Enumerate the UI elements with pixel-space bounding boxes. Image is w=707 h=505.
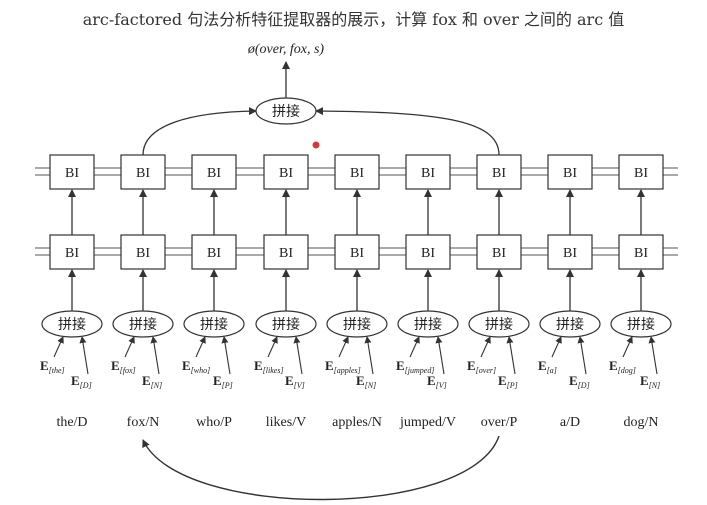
tag-embedding-label: E[N] (640, 373, 660, 390)
arc-concat-label: 拼接 (272, 103, 300, 120)
bi-label: BI (279, 246, 293, 261)
bi-label: BI (207, 166, 221, 181)
tag-emb-arrow (506, 336, 516, 375)
bi-label: BI (492, 246, 506, 261)
concat-node (326, 310, 388, 338)
bi-label: BI (136, 166, 150, 181)
word-emb-arrow (622, 336, 633, 358)
token-label: who/P (196, 415, 232, 430)
bi-box-bottom (476, 234, 522, 270)
bi-box-top (263, 154, 309, 190)
word-embedding-label: E[who] (182, 358, 210, 375)
concat-label: 拼接 (200, 316, 228, 333)
bi-label: BI (563, 166, 577, 181)
bi-label: BI (421, 246, 435, 261)
word-emb-arrow (53, 336, 64, 358)
word-emb-arrow (338, 336, 349, 358)
tag-embedding-label: E[D] (71, 373, 92, 390)
concat-label: 拼接 (485, 316, 513, 333)
bi-box-bottom (49, 234, 95, 270)
word-embedding-label: E[dog] (609, 358, 636, 375)
bi-label: BI (492, 166, 506, 181)
tag-emb-arrow (293, 336, 303, 375)
bi-box-top (547, 154, 593, 190)
concat-node (610, 310, 672, 338)
tag-embedding-label: E[P] (213, 373, 233, 390)
bi-label: BI (563, 246, 577, 261)
word-emb-arrow (551, 336, 562, 358)
bi-label: BI (207, 246, 221, 261)
concat-node (183, 310, 245, 338)
bi-box-top (405, 154, 451, 190)
output-label: ø(over, fox, s) (247, 42, 325, 57)
bi-label: BI (634, 246, 648, 261)
token-label: dog/N (624, 415, 659, 430)
word-embedding-label: E[the] (40, 358, 65, 375)
tag-emb-arrow (648, 336, 658, 375)
dependency-arc (142, 435, 500, 501)
concat-label: 拼接 (414, 316, 442, 333)
bi-box-top (191, 154, 237, 190)
bi-label: BI (634, 166, 648, 181)
concat-node (255, 310, 317, 338)
bi-box-top (618, 154, 664, 190)
tag-embedding-label: E[V] (285, 373, 305, 390)
concat-node (112, 310, 174, 338)
concat-node (41, 310, 103, 338)
tag-embedding-label: E[N] (142, 373, 162, 390)
concat-label: 拼接 (343, 316, 371, 333)
concat-label: 拼接 (58, 316, 86, 333)
token-label: the/D (56, 415, 87, 430)
fox-to-concat-curve (142, 107, 257, 156)
tag-emb-arrow (577, 336, 587, 375)
word-embedding-label: E[over] (467, 358, 496, 375)
bi-box-bottom (263, 234, 309, 270)
concat-node (468, 310, 530, 338)
cursor-dot (312, 141, 320, 149)
over-to-concat-curve (315, 107, 500, 156)
word-embedding-label: E[fox] (111, 358, 136, 375)
token-label: a/D (560, 415, 580, 430)
token-label: apples/N (332, 415, 382, 430)
bi-label: BI (421, 166, 435, 181)
bi-label: BI (65, 166, 79, 181)
bi-box-bottom (120, 234, 166, 270)
tag-emb-arrow (364, 336, 374, 375)
bi-label: BI (350, 166, 364, 181)
concat-label: 拼接 (627, 316, 655, 333)
bi-box-bottom (405, 234, 451, 270)
word-emb-arrow (480, 336, 491, 358)
word-embedding-label: E[a] (538, 358, 557, 375)
tag-emb-arrow (79, 336, 89, 375)
tag-emb-arrow (150, 336, 160, 375)
word-emb-arrow (195, 336, 206, 358)
token-label: fox/N (127, 415, 160, 430)
tag-embedding-label: E[P] (498, 373, 518, 390)
concat-node (397, 310, 459, 338)
token-label: jumped/V (399, 415, 456, 430)
word-emb-arrow (409, 336, 420, 358)
tag-embedding-label: E[D] (569, 373, 590, 390)
tag-embedding-label: E[V] (427, 373, 447, 390)
bi-label: BI (136, 246, 150, 261)
tag-emb-arrow (221, 336, 231, 375)
concat-label: 拼接 (272, 316, 300, 333)
concat-node (539, 310, 601, 338)
bi-label: BI (65, 246, 79, 261)
concat-label: 拼接 (556, 316, 584, 333)
diagram-title: arc-factored 句法分析特征提取器的展示，计算 fox 和 over … (82, 10, 625, 29)
word-embedding-label: E[likes] (254, 358, 284, 375)
token-label: likes/V (266, 415, 306, 430)
bi-label: BI (350, 246, 364, 261)
tag-embedding-label: E[N] (356, 373, 376, 390)
tag-emb-arrow (435, 336, 445, 375)
concat-label: 拼接 (129, 316, 157, 333)
bi-label: BI (279, 166, 293, 181)
token-label: over/P (481, 415, 518, 430)
word-emb-arrow (267, 336, 278, 358)
word-emb-arrow (124, 336, 135, 358)
